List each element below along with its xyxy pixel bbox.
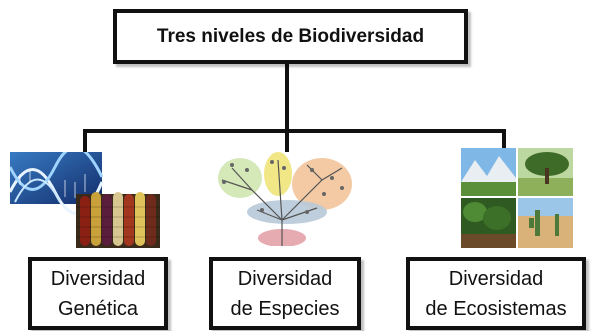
level-box-genetic: Diversidad Genética <box>28 257 168 330</box>
diagram-title: Tres niveles de Biodiversidad <box>156 25 425 47</box>
ecosystems-collage-image <box>461 148 573 248</box>
level-label-line2: de Ecosistemas <box>425 297 567 320</box>
level-label-line2: Genética <box>57 297 139 320</box>
level-label-line1: Diversidad <box>237 267 333 290</box>
level-box-species: Diversidad de Especies <box>209 257 361 330</box>
dna-and-corn-image <box>10 152 160 248</box>
level-label-line2: de Especies <box>230 297 340 320</box>
level-box-ecosystems: Diversidad de Ecosistemas <box>406 257 586 330</box>
level-label-line1: Diversidad <box>448 267 544 290</box>
level-label-line1: Diversidad <box>50 267 146 290</box>
diagram-title-box: Tres niveles de Biodiversidad <box>113 9 468 64</box>
phylogenetic-tree-image <box>218 152 352 246</box>
